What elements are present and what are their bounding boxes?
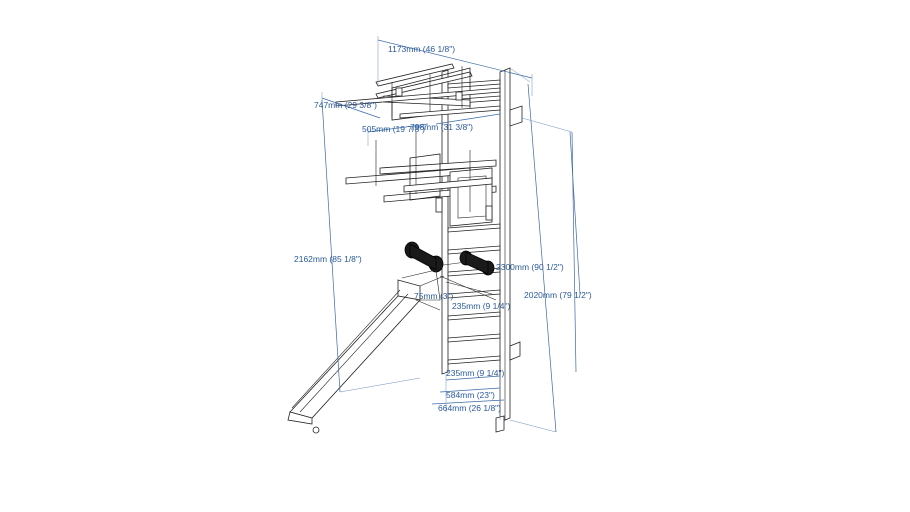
leg-pad-attachment — [404, 241, 497, 301]
top-bar-depth-label: 747mm (29 3/8") — [314, 100, 377, 110]
ladder-height-a-label: 2300mm (90 1/2") — [496, 262, 564, 272]
mid-bar-depth-label: 505mm (19 7/8") — [362, 124, 425, 134]
rung-width-a-label: 235mm (9 1/4") — [452, 301, 510, 311]
overall-width-label: 1173mm (46 1/8") — [388, 44, 455, 54]
base-width-a-label: 584mm (23") — [446, 390, 495, 400]
base-width-b-label: 664mm (26 1/8") — [438, 403, 501, 413]
middle-dip-station — [345, 132, 497, 227]
wall-ladder — [441, 67, 523, 433]
total-height-label: 2162mm (85 1/8") — [294, 254, 362, 264]
top-pullup-bar — [335, 63, 501, 121]
ladder-height-b-label: 2020mm (79 1/2") — [524, 290, 592, 300]
rung-width-b-label: 235mm (9 1/4") — [446, 368, 504, 378]
pad-offset-label: 75mm (3") — [414, 291, 454, 301]
top-bar-span-label: 798mm (31 3/8") — [410, 122, 473, 132]
dimension-lines — [321, 36, 581, 433]
dimension-labels: 1173mm (46 1/8") 747mm (29 3/8") 798mm (… — [294, 44, 592, 413]
incline-bench — [287, 269, 445, 434]
